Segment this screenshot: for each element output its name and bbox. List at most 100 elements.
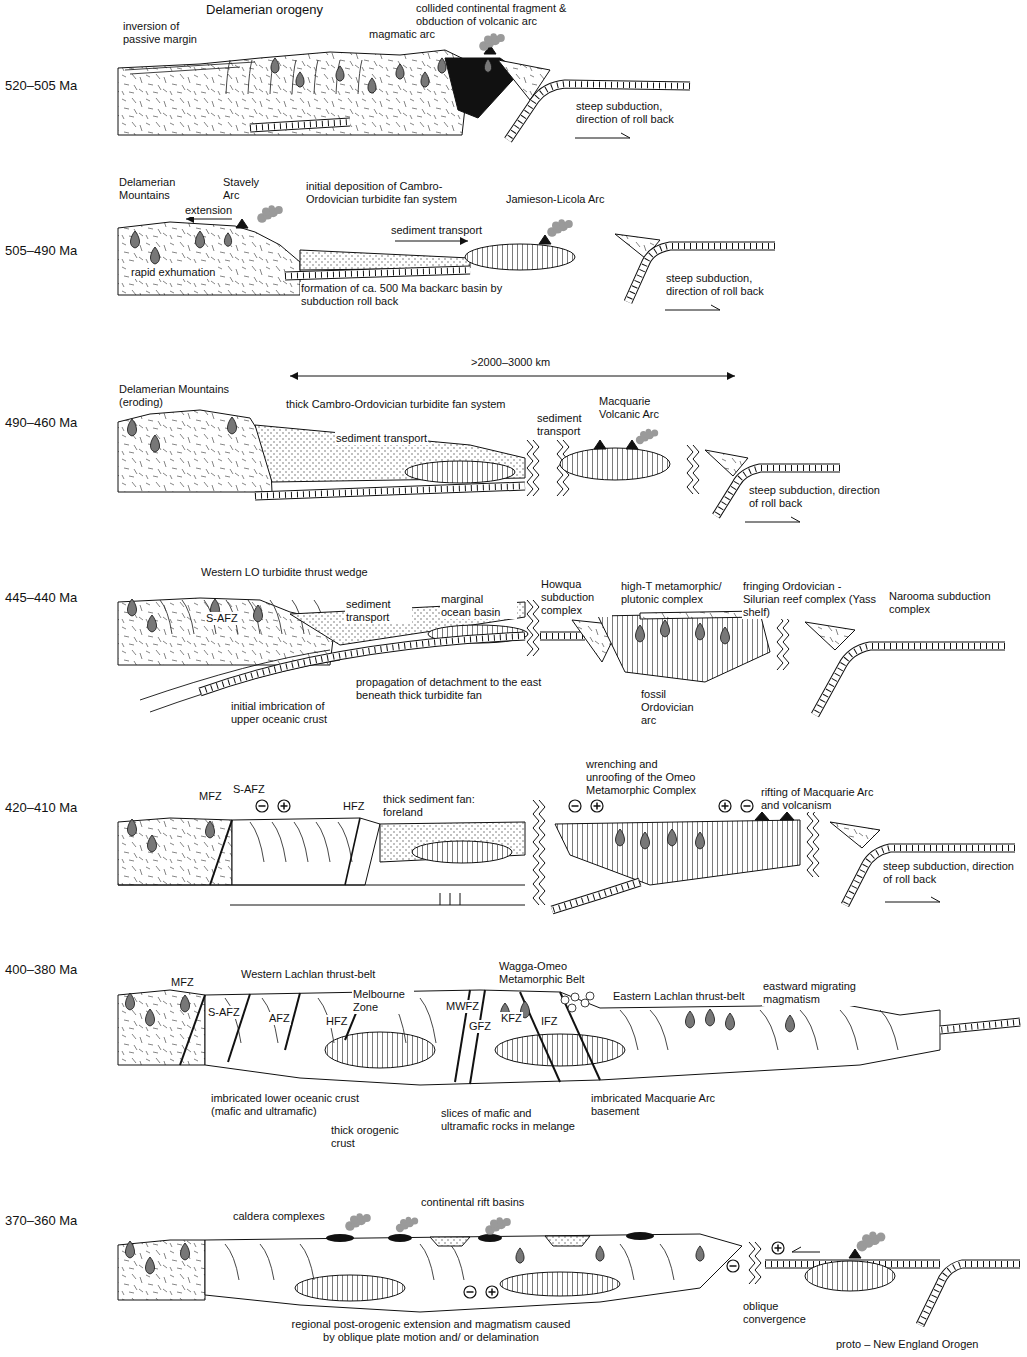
fault-label: HFZ bbox=[325, 1015, 348, 1028]
uplift-sign bbox=[278, 800, 290, 812]
sign-bar bbox=[259, 805, 266, 807]
pluton bbox=[147, 615, 156, 632]
sign-bar bbox=[572, 805, 579, 807]
annotation: steep subduction, direction of roll back bbox=[748, 484, 885, 510]
dimension-label: >2000–3000 km bbox=[470, 356, 551, 369]
sign-bar bbox=[744, 805, 751, 807]
annotation: fossil Ordovician arc bbox=[640, 688, 712, 727]
annotation: oblique convergence bbox=[742, 1300, 819, 1326]
rift-basin bbox=[430, 1237, 470, 1246]
arc-crust bbox=[325, 1032, 435, 1068]
pluton bbox=[785, 1015, 794, 1032]
annotation: thick Cambro-Ordovician turbidite fan sy… bbox=[285, 398, 517, 411]
thrust-wedge bbox=[232, 818, 380, 885]
age-label: 490–460 Ma bbox=[4, 415, 78, 430]
ash-cloud bbox=[363, 1214, 371, 1222]
annotation: Eastern Lachlan thrust-belt bbox=[612, 990, 745, 1003]
transport-arrow bbox=[290, 376, 735, 377]
annotation: eastward migrating magmatism bbox=[762, 980, 869, 1006]
annotation: regional post-orogenic extension and mag… bbox=[285, 1318, 577, 1344]
plate-ticks bbox=[940, 1022, 1020, 1030]
annotation: formation of ca. 500 Ma backarc basin by… bbox=[300, 282, 512, 308]
caldera bbox=[326, 1234, 354, 1242]
plate-core bbox=[255, 486, 525, 496]
arc-crust bbox=[412, 841, 512, 863]
moho-line bbox=[230, 905, 525, 906]
annotation: rifting of Macquarie Arc and volcanism bbox=[760, 786, 892, 812]
annotation: Western Lachlan thrust-belt bbox=[240, 968, 376, 981]
ash-cloud bbox=[497, 34, 505, 42]
plate-edge bbox=[940, 1022, 1020, 1030]
arc-crust bbox=[500, 1272, 620, 1296]
thrust-fault bbox=[300, 1244, 314, 1280]
section-break bbox=[755, 1242, 761, 1284]
thrust-fault bbox=[420, 998, 436, 1043]
continental-crust bbox=[118, 50, 470, 135]
plate-core bbox=[940, 1022, 1020, 1030]
fault-label: MFZ bbox=[198, 790, 223, 803]
section-break bbox=[687, 445, 693, 494]
annotation: Howqua subduction complex bbox=[540, 578, 612, 617]
pluton bbox=[516, 1248, 524, 1263]
thrust-fault bbox=[650, 1010, 668, 1050]
annotation: thick orogenic crust bbox=[330, 1124, 412, 1150]
annotation: continental rift basins bbox=[420, 1196, 525, 1209]
thrust-fault bbox=[800, 1010, 818, 1050]
ash-cloud bbox=[646, 429, 652, 435]
plate-core bbox=[920, 1264, 1020, 1325]
fault-label: MFZ bbox=[170, 976, 195, 989]
pluton bbox=[180, 995, 189, 1012]
ash-cloud bbox=[411, 1218, 418, 1225]
thrust-fault bbox=[358, 60, 362, 94]
sign-bar bbox=[777, 1245, 779, 1252]
pluton bbox=[368, 78, 376, 93]
pluton bbox=[253, 605, 262, 622]
pluton bbox=[484, 59, 491, 73]
fossil-arc bbox=[598, 613, 770, 682]
section-break bbox=[533, 600, 539, 656]
ash-cloud bbox=[406, 1217, 412, 1223]
annotation: Stavely Arc bbox=[222, 176, 274, 202]
pluton bbox=[336, 66, 344, 81]
pluton bbox=[147, 835, 156, 852]
crust-base bbox=[118, 885, 525, 886]
ash-cloud bbox=[496, 1217, 502, 1223]
caldera bbox=[478, 1234, 502, 1242]
sign-bar bbox=[730, 1265, 737, 1267]
continental-crust bbox=[118, 1240, 205, 1300]
subsidence-sign bbox=[727, 1260, 739, 1272]
sign-bar bbox=[724, 803, 726, 810]
major-fault bbox=[210, 820, 232, 885]
annotation: wrenching and unroofing of the Omeo Meta… bbox=[585, 758, 705, 797]
annotation: Delamerian Mountains bbox=[118, 176, 200, 202]
age-label: 370–360 Ma bbox=[4, 1213, 78, 1228]
accretionary-wedge bbox=[830, 822, 880, 848]
pluton bbox=[150, 247, 159, 264]
transport-arrow bbox=[395, 241, 468, 242]
annotation: sediment transport bbox=[536, 412, 598, 438]
annotation: slices of mafic and ultramafic rocks in … bbox=[440, 1107, 577, 1133]
thrust-fault bbox=[620, 1244, 634, 1280]
pluton bbox=[615, 829, 624, 846]
pluton bbox=[127, 599, 136, 616]
annotation: propagation of detachment to the east be… bbox=[355, 676, 567, 702]
rollback-arrow bbox=[575, 133, 630, 138]
metamorphic-dome bbox=[586, 992, 594, 1000]
thrust-fault bbox=[182, 600, 194, 634]
annotation: initial imbrication of upper oceanic cru… bbox=[230, 700, 332, 726]
age-label: 520–505 Ma bbox=[4, 78, 78, 93]
plate-ticks bbox=[920, 1264, 1020, 1325]
continental-crust bbox=[118, 990, 205, 1065]
margin-sediment bbox=[130, 67, 240, 74]
thrust-fault bbox=[840, 1010, 858, 1050]
thrust-fault bbox=[250, 822, 264, 862]
thrust-fault bbox=[272, 822, 286, 862]
thrust-fault bbox=[270, 600, 282, 634]
pluton bbox=[145, 1009, 154, 1026]
plate-edge bbox=[920, 1264, 1020, 1325]
rift-volcano bbox=[780, 812, 794, 820]
sign-bar bbox=[467, 1291, 474, 1293]
rift-volcano bbox=[755, 812, 769, 820]
annotation: Wagga-Omeo Metamorphic Belt bbox=[498, 960, 595, 986]
annotation: fringing Ordovician -Silurian reef compl… bbox=[742, 580, 879, 619]
